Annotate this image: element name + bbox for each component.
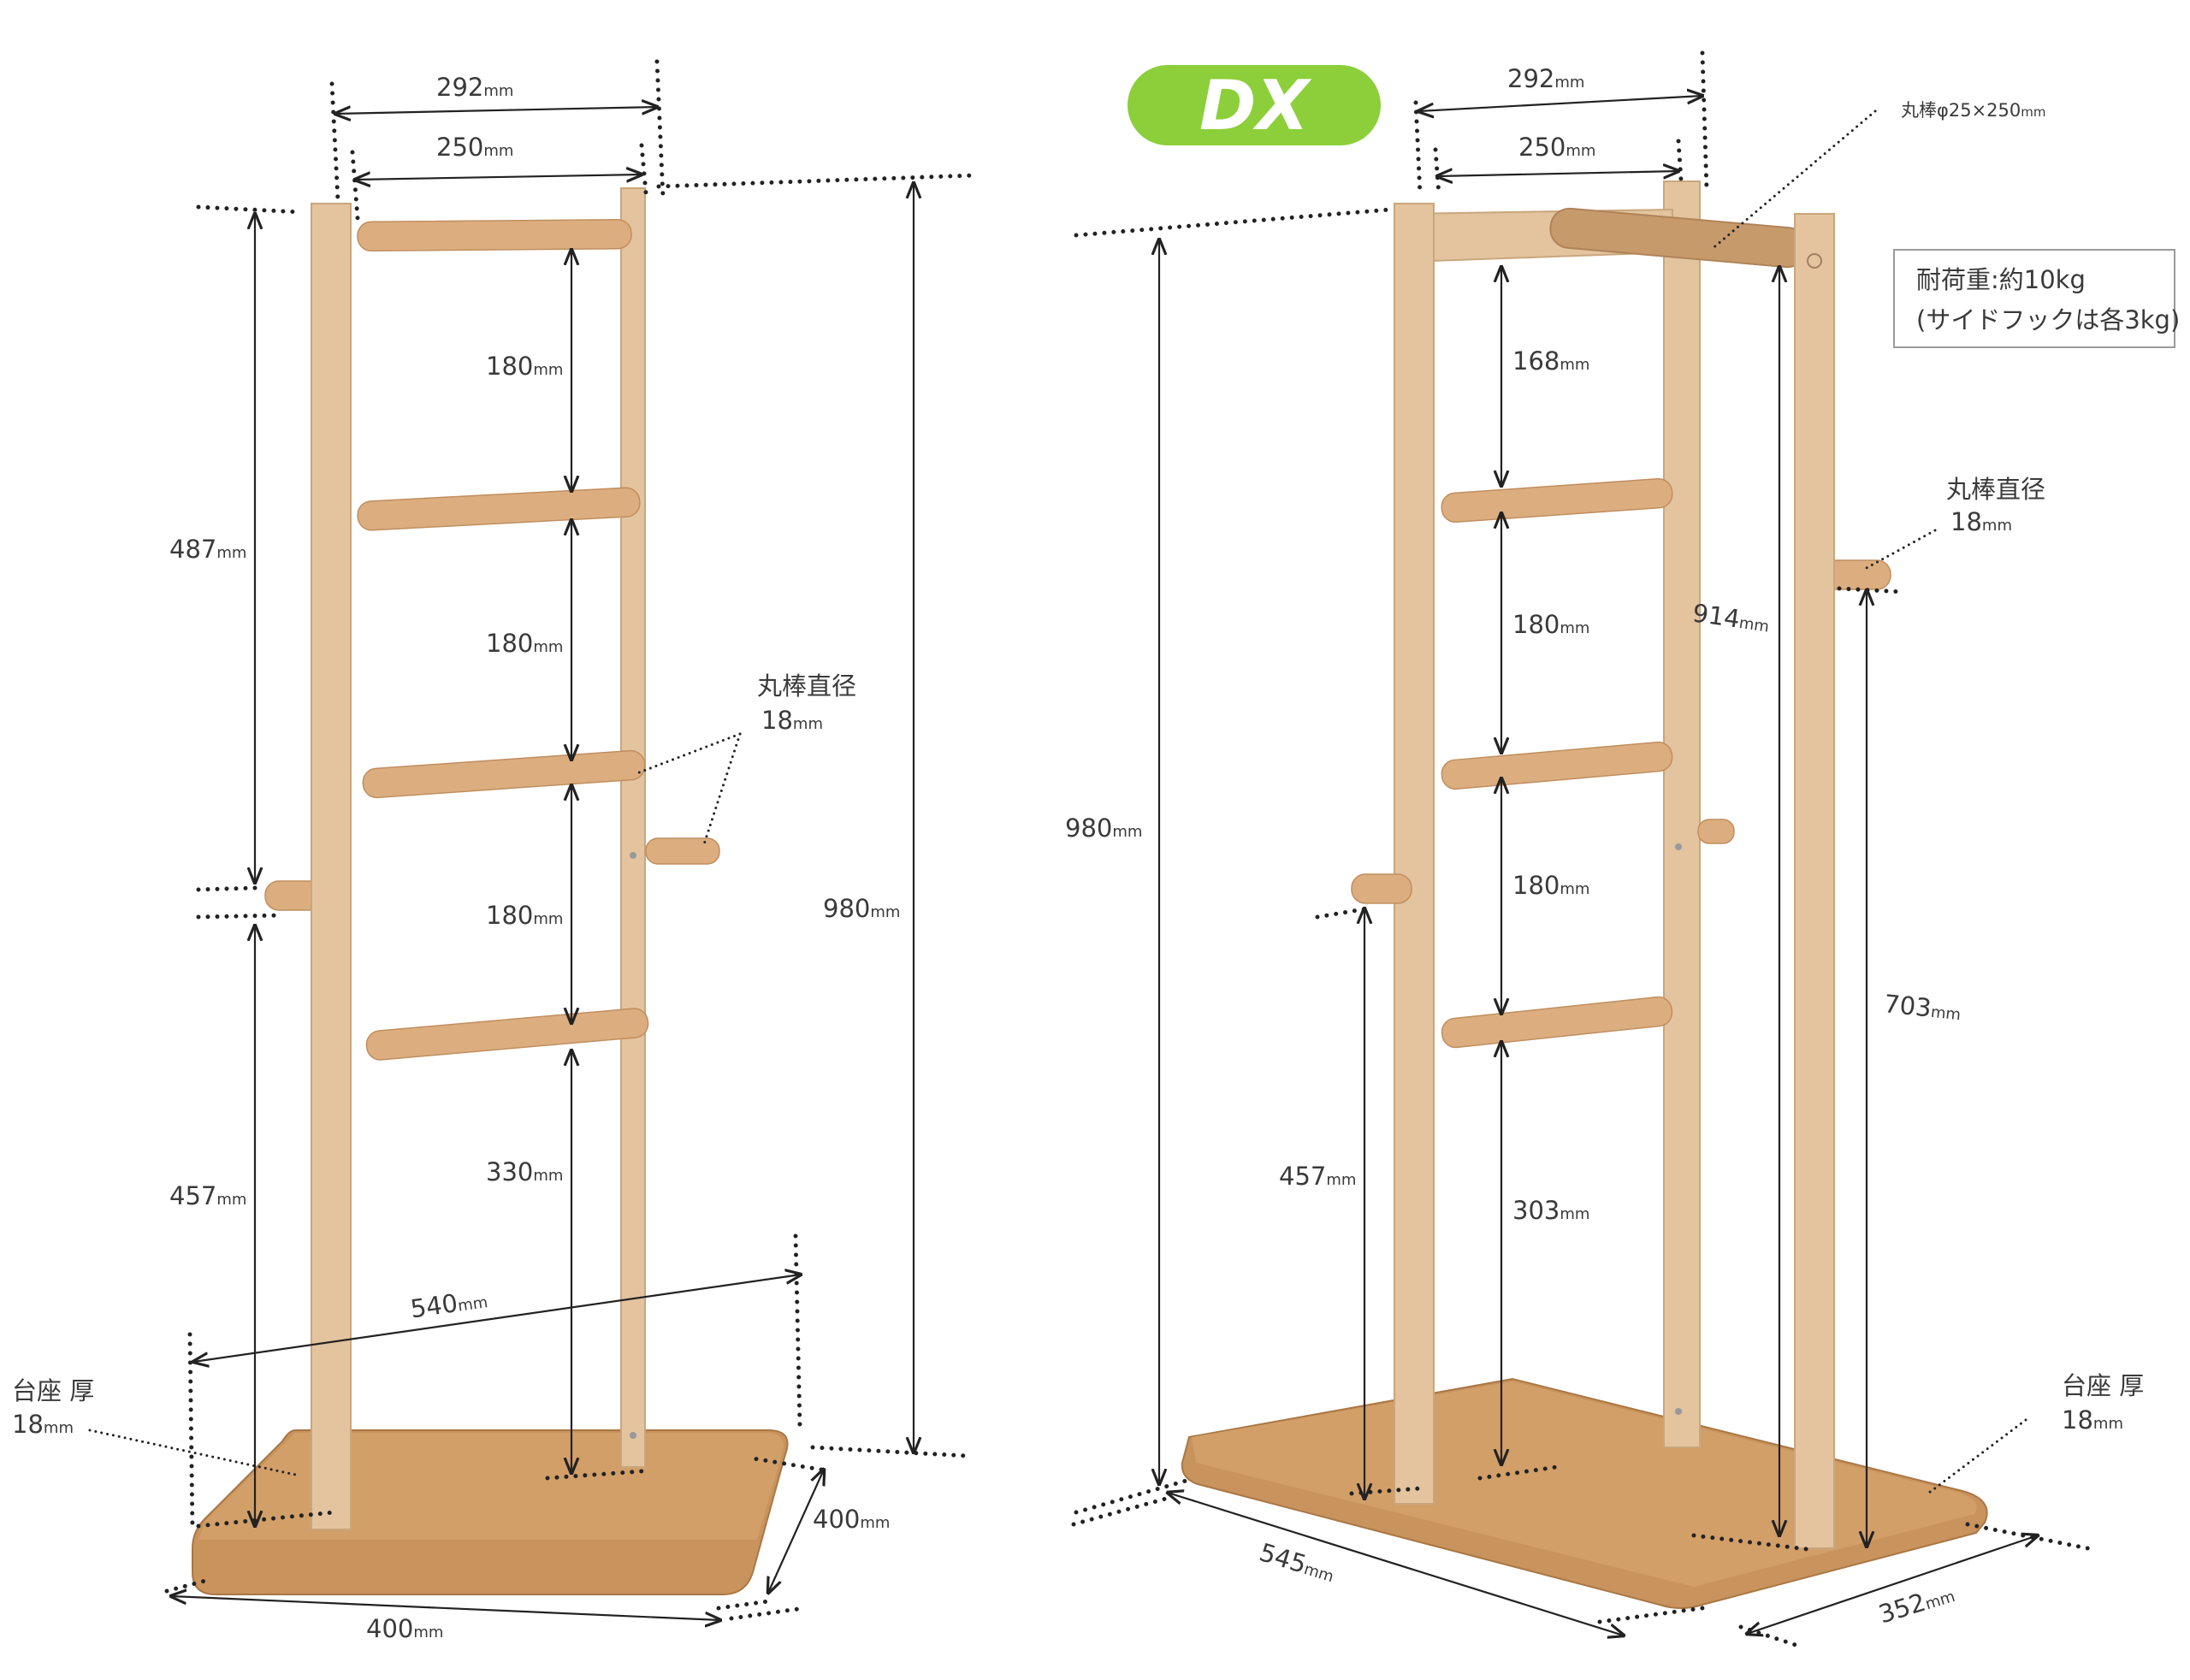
base-label: 台座 厚 <box>12 1376 94 1405</box>
label-250: 250mm <box>1518 133 1595 162</box>
label-545: 545mm <box>1256 1537 1338 1588</box>
top-bar-label: 丸棒φ25×250mm <box>1901 100 2046 121</box>
label-400-depth: 400mm <box>813 1505 890 1534</box>
label-292: 292mm <box>1507 64 1584 93</box>
rung <box>362 749 646 799</box>
label-400-width: 400mm <box>366 1614 443 1643</box>
dowel-label: 丸棒直径 <box>1946 475 2045 504</box>
front-left-post <box>1394 203 1435 1505</box>
label-180-b: 180mm <box>486 629 563 658</box>
left-front-post <box>311 203 352 1530</box>
label-303: 303mm <box>1512 1196 1589 1225</box>
dowel-size: 18mm <box>761 706 823 735</box>
label-250: 250mm <box>436 133 513 162</box>
rung <box>1441 996 1673 1049</box>
label-703: 703mm <box>1883 989 1962 1026</box>
front-right-post <box>1794 213 1835 1549</box>
label-914: 914mm <box>1690 598 1771 637</box>
rung <box>357 487 641 531</box>
label-980: 980mm <box>1065 813 1142 843</box>
load-line-1: 耐荷重:約10kg <box>1916 265 2086 294</box>
label-457: 457mm <box>1279 1162 1356 1191</box>
label-180-b: 180mm <box>1512 871 1589 900</box>
base-label: 台座 厚 <box>2062 1371 2144 1400</box>
right-dimensions <box>1071 50 2098 1649</box>
dowel-size: 18mm <box>1950 507 2012 536</box>
rung <box>1441 477 1673 524</box>
left-dimensions <box>88 59 978 1620</box>
rung <box>365 1008 649 1061</box>
left-labels: 292mm 250mm 180mm 180mm 180mm 330mm 487m… <box>12 73 900 1643</box>
label-980: 980mm <box>823 894 900 923</box>
label-168: 168mm <box>1512 346 1589 376</box>
label-487: 487mm <box>169 535 246 564</box>
label-457: 457mm <box>169 1181 246 1210</box>
right-side-dowel <box>645 837 720 865</box>
left-rear-post <box>620 187 646 1468</box>
left-ladder-rack <box>192 187 789 1595</box>
rear-side-dowel <box>1697 819 1735 844</box>
base-thickness: 18mm <box>12 1410 74 1439</box>
dx-badge: DX <box>1128 65 1381 145</box>
left-side-dowel <box>1351 873 1412 904</box>
load-line-2: (サイドフックは各3kg) <box>1916 305 2180 334</box>
label-180-a: 180mm <box>1512 610 1589 639</box>
label-292: 292mm <box>436 73 513 102</box>
label-180-a: 180mm <box>486 352 563 381</box>
label-180-c: 180mm <box>486 901 563 930</box>
rear-post <box>1663 180 1701 1448</box>
badge-text: DX <box>1199 66 1311 145</box>
base-thickness: 18mm <box>2062 1405 2123 1435</box>
label-330: 330mm <box>486 1157 563 1186</box>
load-capacity-box: 耐荷重:約10kg (サイドフックは各3kg) <box>1893 249 2180 348</box>
dowel-label: 丸棒直径 <box>757 671 856 701</box>
rung <box>357 218 632 252</box>
rung <box>1441 741 1673 790</box>
label-540: 540mm <box>409 1284 489 1323</box>
